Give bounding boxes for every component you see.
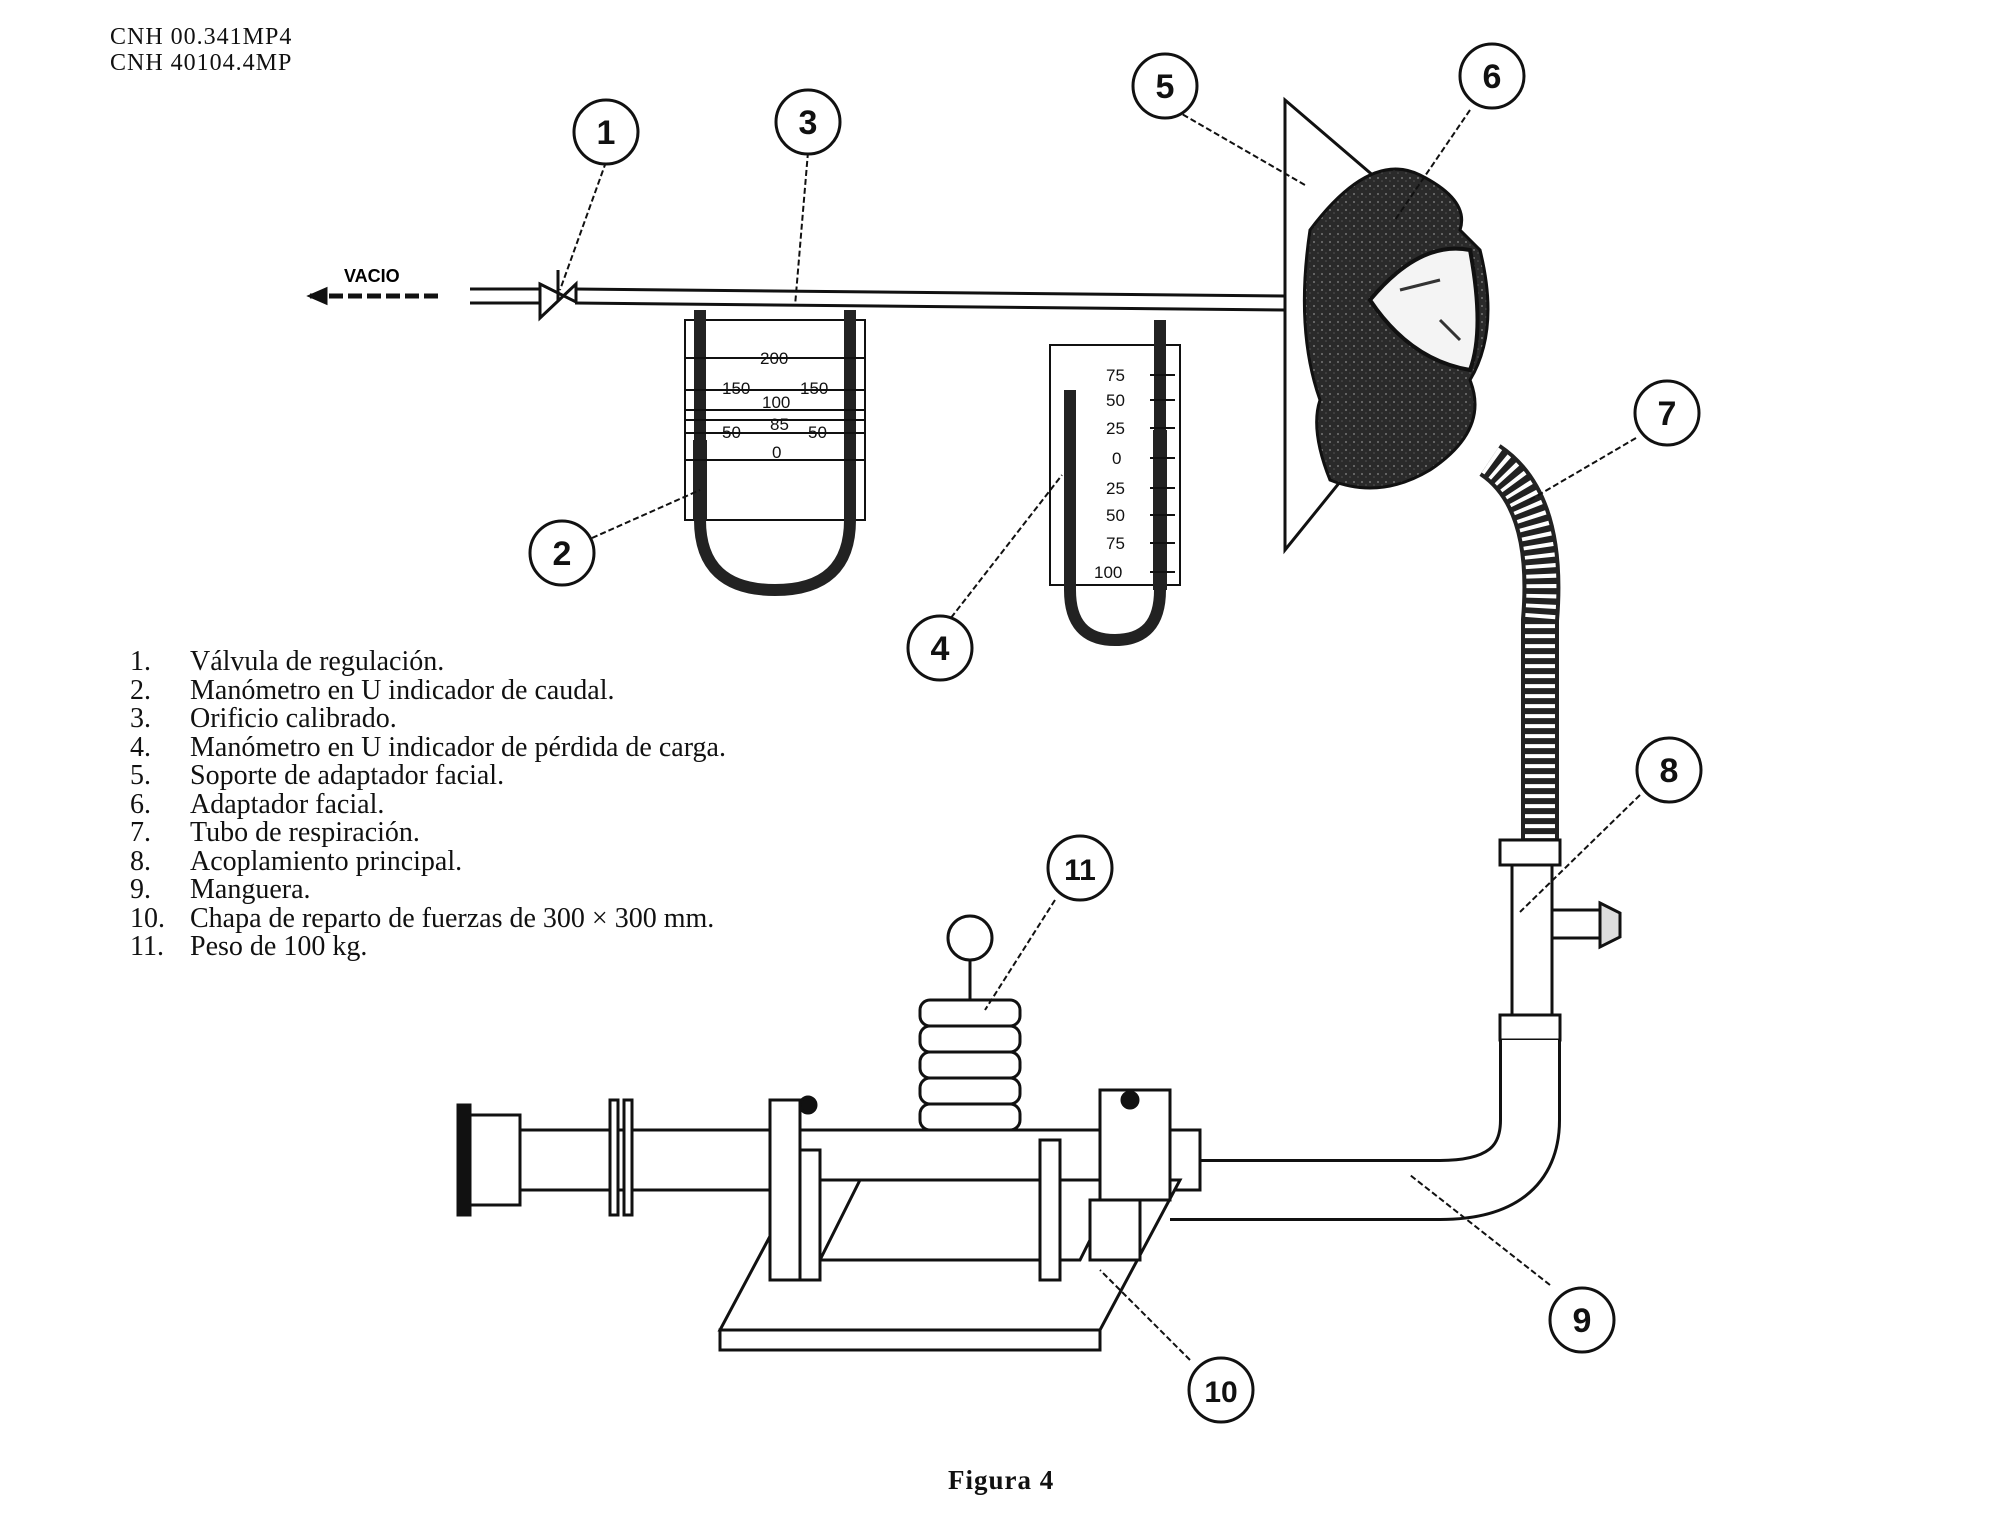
legend-text: Soporte de adaptador facial. bbox=[190, 760, 505, 791]
pressure-gauge-scale: 75 50 25 0 25 50 75 100 bbox=[1094, 366, 1125, 582]
legend-item: 7. Tubo de respiración. bbox=[130, 817, 726, 848]
force-distribution-plate bbox=[717, 1088, 1183, 1352]
callout-6: 6 bbox=[1483, 58, 1502, 96]
pressure-25-bottom: 25 bbox=[1106, 479, 1125, 498]
legend-number: 8. bbox=[130, 845, 151, 877]
pressure-100: 100 bbox=[1094, 563, 1122, 582]
legend-text: Tubo de respiración. bbox=[190, 817, 420, 848]
document-code-1: CNH 00.341MP4 bbox=[110, 24, 293, 50]
callout-4: 4 bbox=[931, 630, 950, 668]
face-adaptor bbox=[1302, 167, 1490, 490]
regulating-valve bbox=[538, 270, 578, 322]
flow-center-85: 85 bbox=[770, 415, 789, 434]
legend-text: Válvula de regulación. bbox=[190, 646, 445, 677]
flow-right-50: 50 bbox=[808, 423, 827, 442]
callout-8: 8 bbox=[1660, 752, 1679, 790]
legend-text: Acoplamiento principal. bbox=[190, 845, 463, 877]
vacuum-line bbox=[306, 286, 1286, 312]
legend-item: 4. Manómetro en U indicador de pérdida de… bbox=[130, 731, 726, 763]
flow-gauge-scale: 150 50 200 100 85 0 150 50 bbox=[722, 349, 828, 462]
callout-10: 10 bbox=[1204, 1376, 1237, 1409]
flow-center-200: 200 bbox=[760, 349, 788, 368]
legend-item: 8. Acoplamiento principal. bbox=[130, 845, 726, 877]
legend-item: 3. Orificio calibrado. bbox=[130, 703, 726, 734]
legend-item: 5. Soporte de adaptador facial. bbox=[130, 760, 726, 791]
legend-item: 9. Manguera. bbox=[130, 874, 726, 905]
legend-text: Manguera. bbox=[190, 874, 311, 905]
flow-center-100: 100 bbox=[762, 393, 790, 412]
document-code-2: CNH 40104.4MP bbox=[110, 50, 293, 76]
legend-number: 4. bbox=[130, 731, 151, 763]
legend-number: 11. bbox=[130, 931, 164, 962]
pressure-25-top: 25 bbox=[1106, 419, 1125, 438]
legend-text: Adaptador facial. bbox=[190, 788, 385, 820]
flow-u-manometer bbox=[684, 310, 866, 597]
figure-caption: Figura 4 bbox=[948, 1465, 1055, 1495]
callout-7: 7 bbox=[1658, 395, 1677, 433]
parts-legend: 1. Válvula de regulación. 2. Manómetro en … bbox=[130, 646, 726, 962]
callout-numbers: 1 3 2 4 5 6 7 8 9 10 11 bbox=[553, 58, 1679, 1409]
main-coupling bbox=[1498, 838, 1622, 1042]
legend-number: 1. bbox=[130, 646, 151, 677]
flow-right-150: 150 bbox=[800, 379, 828, 398]
legend-number: 3. bbox=[130, 703, 151, 734]
flow-left-150: 150 bbox=[722, 379, 750, 398]
pressure-75-bottom: 75 bbox=[1106, 534, 1125, 553]
callout-2: 2 bbox=[553, 535, 572, 573]
legend-text: Orificio calibrado. bbox=[190, 703, 397, 734]
legend-number: 2. bbox=[130, 674, 151, 706]
pressure-50-bottom: 50 bbox=[1106, 506, 1125, 525]
pressure-75-top: 75 bbox=[1106, 366, 1125, 385]
callout-5: 5 bbox=[1156, 68, 1175, 106]
callout-3: 3 bbox=[799, 104, 818, 142]
callouts bbox=[528, 42, 1703, 1424]
pressure-u-manometer bbox=[1049, 320, 1181, 647]
legend-text: Manómetro en U indicador de caudal. bbox=[190, 674, 615, 706]
leader-lines bbox=[559, 109, 1641, 1361]
legend-item: 10. Chapa de reparto de fuerzas de 300 × … bbox=[130, 902, 726, 934]
flow-center-0: 0 bbox=[772, 443, 781, 462]
legend-number: 10. bbox=[130, 902, 165, 934]
legend-number: 9. bbox=[130, 874, 151, 905]
weight-100kg bbox=[918, 914, 1022, 1132]
callout-9: 9 bbox=[1573, 1302, 1592, 1340]
legend-item: 2. Manómetro en U indicador de caudal. bbox=[130, 674, 726, 706]
flow-left-50: 50 bbox=[722, 423, 741, 442]
legend-number: 7. bbox=[130, 817, 151, 848]
legend-text: Peso de 100 kg. bbox=[190, 931, 368, 962]
legend-item: 11. Peso de 100 kg. bbox=[130, 931, 726, 962]
legend-number: 6. bbox=[130, 788, 151, 820]
pressure-50-top: 50 bbox=[1106, 391, 1125, 410]
legend-text: Manómetro en U indicador de pérdida de c… bbox=[190, 731, 726, 763]
legend-number: 5. bbox=[130, 760, 151, 791]
callout-11: 11 bbox=[1064, 854, 1096, 887]
breathing-tube bbox=[1478, 444, 1561, 840]
legend-item: 6. Adaptador facial. bbox=[130, 788, 726, 820]
callout-1: 1 bbox=[597, 114, 616, 152]
legend-text: Chapa de reparto de fuerzas de 300 × 300… bbox=[190, 902, 715, 934]
legend-item: 1. Válvula de regulación. bbox=[130, 646, 726, 677]
vacuum-label: VACIO bbox=[344, 266, 400, 286]
pressure-0: 0 bbox=[1112, 449, 1121, 468]
